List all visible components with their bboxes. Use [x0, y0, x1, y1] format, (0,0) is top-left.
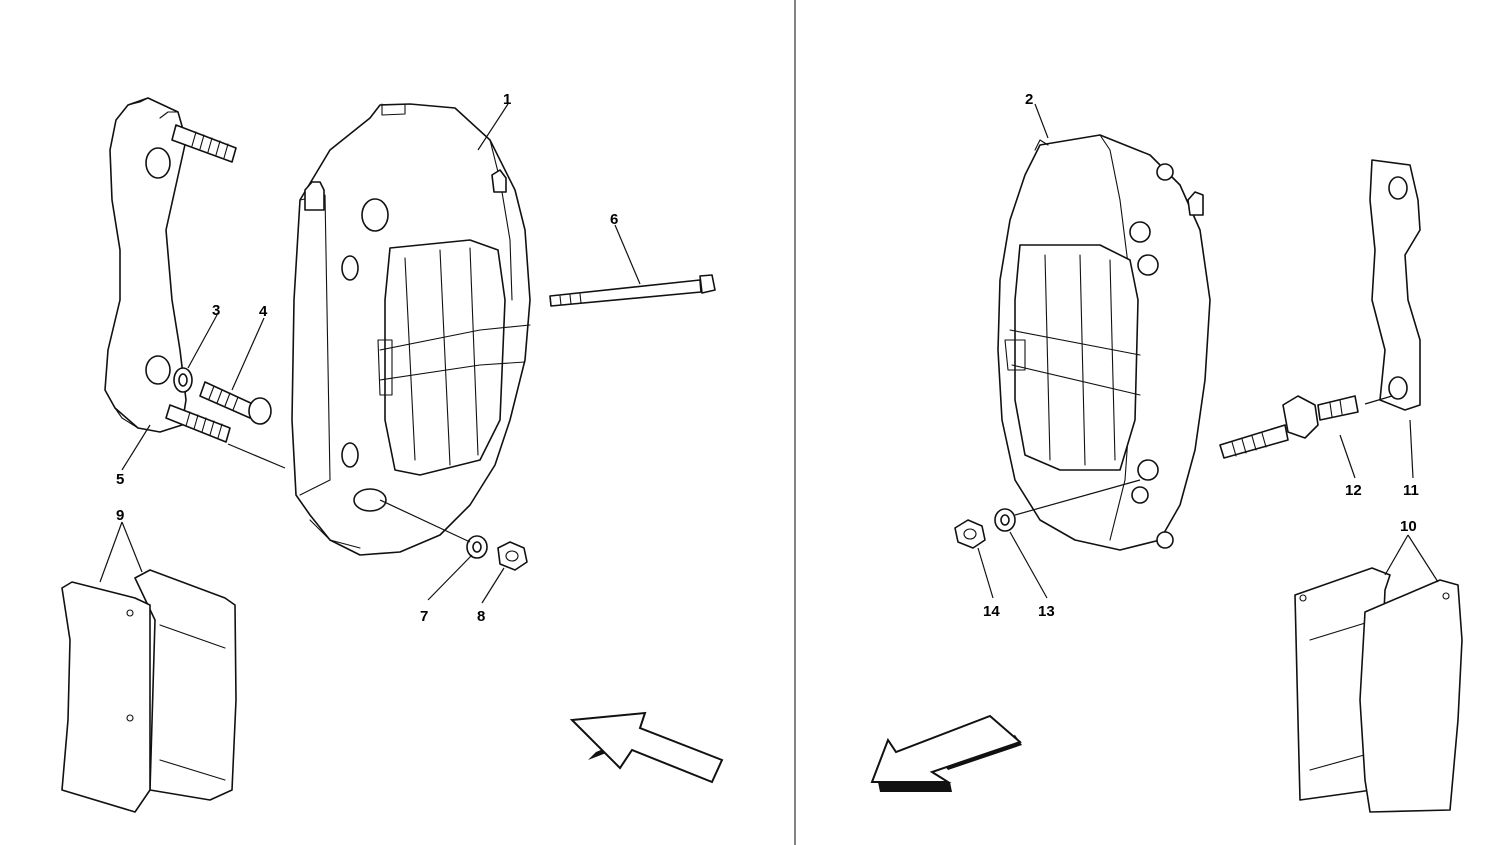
bolt[interactable] — [1219, 395, 1359, 459]
leader-line — [1014, 479, 1141, 516]
caliper-bracket[interactable] — [104, 97, 237, 443]
callout-8: 8 — [477, 608, 485, 625]
washer[interactable] — [466, 535, 488, 559]
callout-7: 7 — [420, 608, 428, 625]
callout-3: 3 — [212, 302, 220, 319]
callout-1: 1 — [503, 91, 511, 108]
direction-arrow-left — [569, 711, 724, 784]
washer[interactable] — [994, 508, 1016, 532]
callout-13: 13 — [1038, 603, 1055, 620]
callout-11: 11 — [1403, 482, 1419, 499]
callout-6: 6 — [610, 211, 618, 228]
callout-10: 10 — [1400, 518, 1417, 535]
caliper-left[interactable] — [291, 103, 531, 556]
callout-14: 14 — [983, 603, 1000, 620]
brake-pads-left[interactable] — [61, 569, 237, 813]
callout-9: 9 — [116, 507, 124, 524]
brake-pads-right[interactable] — [1294, 567, 1463, 813]
callout-2: 2 — [1025, 91, 1033, 108]
nut[interactable] — [497, 541, 528, 571]
leader-line — [227, 443, 286, 469]
caliper-right[interactable] — [997, 134, 1211, 551]
callout-12: 12 — [1345, 482, 1362, 499]
pad-pin[interactable] — [549, 274, 716, 307]
nut[interactable] — [954, 519, 986, 549]
callout-5: 5 — [116, 471, 124, 488]
callout-4: 4 — [259, 303, 268, 320]
mounting-plate[interactable] — [1369, 159, 1421, 411]
washer[interactable] — [173, 367, 193, 393]
callout-leaders — [99, 103, 1439, 604]
leader-line — [379, 499, 471, 543]
bolt[interactable] — [199, 381, 272, 425]
direction-arrow-right — [870, 714, 1022, 792]
leader-line — [1364, 395, 1393, 405]
